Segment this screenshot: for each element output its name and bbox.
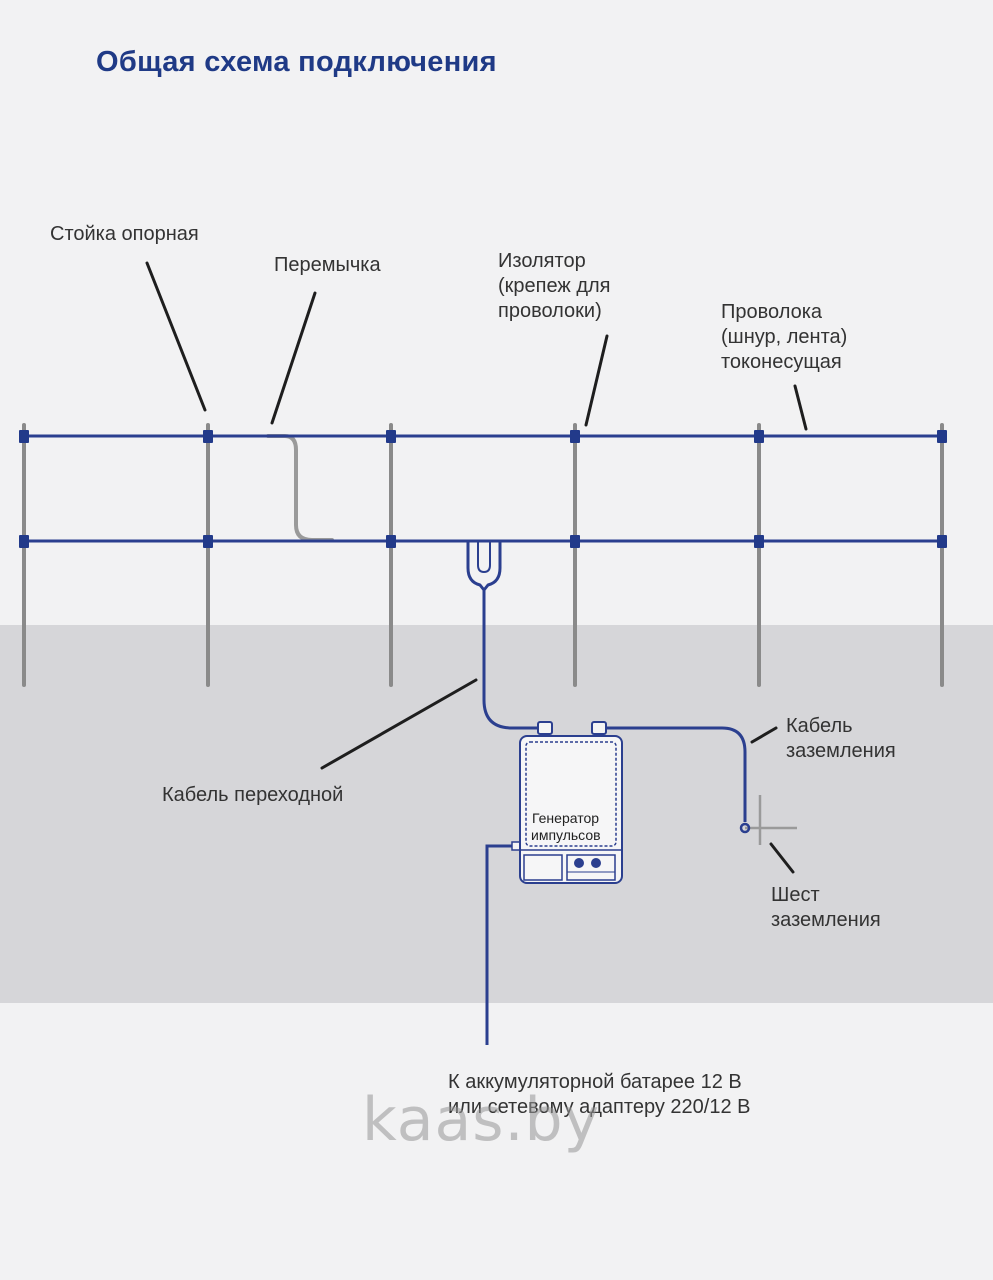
pointer-support-post: [145, 261, 207, 412]
page-title: Общая схема подключения: [96, 46, 497, 78]
watermark: kaas.by: [362, 1085, 601, 1155]
pointer-lines: [145, 261, 808, 874]
label-ground-rod: Шест заземления: [771, 884, 881, 931]
insulator: [570, 430, 580, 443]
current-wires: [20, 434, 946, 543]
power-cable: [485, 844, 516, 1045]
transition-cable: [482, 590, 540, 730]
insulators: [19, 430, 947, 548]
jumper-wire: [266, 434, 334, 542]
insulator: [19, 430, 29, 443]
insulator: [570, 535, 580, 548]
pulse-generator: Генератор импульсов: [511, 721, 623, 884]
ground-area: [0, 625, 993, 1003]
insulator: [754, 535, 764, 548]
insulator: [754, 430, 764, 443]
insulator: [203, 430, 213, 443]
ground-rod: [739, 795, 797, 845]
pointer-ground-cable: [750, 726, 778, 744]
label-wire: Проволока (шнур, лента) токонесущая: [721, 301, 848, 373]
insulator: [386, 430, 396, 443]
fork-connector-inner: [477, 541, 491, 574]
generator-label-line1: Генератор: [532, 810, 599, 826]
pointer-ground-rod: [769, 842, 795, 874]
insulator: [386, 535, 396, 548]
label-jumper: Перемычка: [274, 254, 381, 276]
label-insulator: Изолятор (крепеж для проволоки): [498, 250, 611, 322]
fence-posts: [22, 423, 944, 687]
pointer-insulator: [584, 334, 609, 427]
insulator: [937, 430, 947, 443]
label-support-post: Стойка опорная: [50, 223, 199, 245]
fork-connector: [466, 541, 502, 592]
label-ground-cable: Кабель заземления: [786, 715, 896, 762]
ground-cable: [604, 726, 747, 822]
insulator: [937, 535, 947, 548]
pointer-wire: [793, 384, 808, 431]
insulator: [19, 535, 29, 548]
label-power-source: К аккумуляторной батарее 12 В или сетево…: [448, 1071, 751, 1118]
pointer-transition-cable: [320, 678, 478, 770]
generator-label-line2: импульсов: [531, 827, 601, 843]
insulator: [203, 535, 213, 548]
pointer-jumper: [270, 291, 317, 425]
label-transition-cable: Кабель переходной: [162, 784, 344, 806]
